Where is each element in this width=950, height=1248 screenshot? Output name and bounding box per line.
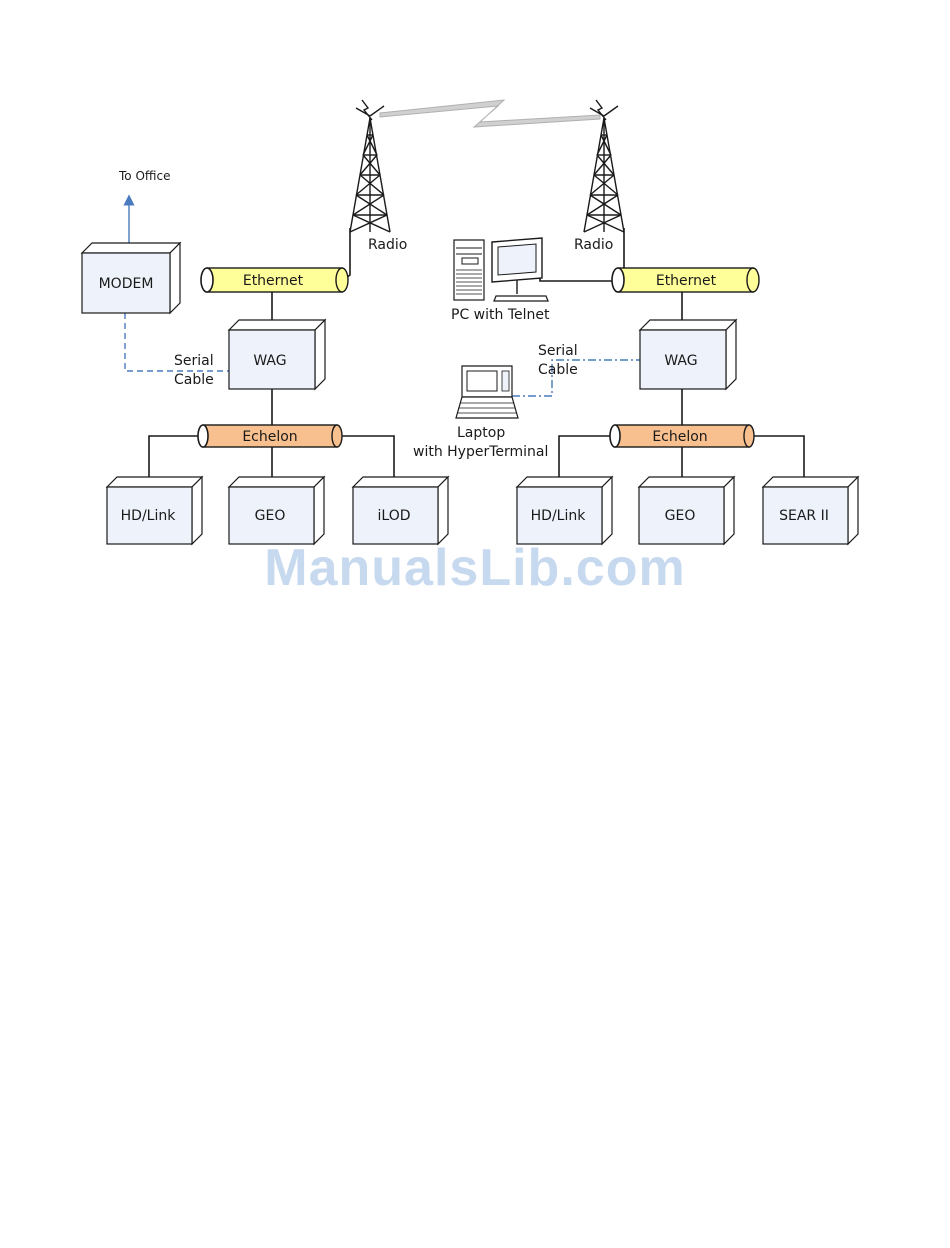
device-right-geo-label: GEO bbox=[665, 508, 696, 524]
serial-cable-left-label-line2: Cable bbox=[174, 372, 214, 388]
device-right-geo-box: GEO bbox=[639, 477, 734, 544]
wag-left-box: WAG bbox=[229, 320, 325, 389]
laptop-label-line1: Laptop bbox=[457, 425, 505, 441]
ethernet-bus-right: Ethernet bbox=[612, 268, 759, 292]
serial-cable-right-label-line2: Cable bbox=[538, 362, 578, 378]
device-right-hdlink-box: HD/Link bbox=[517, 477, 612, 544]
device-right-sear-box: SEAR II bbox=[763, 477, 858, 544]
serial-cable-right-label-line1: Serial bbox=[538, 343, 578, 359]
watermark: ManualsLib.com bbox=[0, 538, 950, 598]
device-right-sear-label: SEAR II bbox=[779, 508, 829, 524]
ethernet-bus-left: Ethernet bbox=[201, 268, 348, 292]
wag-right-box: WAG bbox=[640, 320, 736, 389]
wag-right-label: WAG bbox=[664, 353, 697, 369]
echelon-left-label: Echelon bbox=[242, 429, 297, 445]
desktop-pc-icon bbox=[454, 238, 548, 301]
pc-label: PC with Telnet bbox=[451, 307, 550, 323]
echelon-bus-right: Echelon bbox=[610, 425, 754, 447]
modem-label: MODEM bbox=[99, 276, 154, 292]
device-right-hdlink-label: HD/Link bbox=[531, 508, 587, 524]
laptop-label-line2: with HyperTerminal bbox=[413, 444, 548, 460]
radio-left-label: Radio bbox=[368, 237, 407, 253]
echelon-right-label: Echelon bbox=[652, 429, 707, 445]
device-left-ilod-box: iLOD bbox=[353, 477, 448, 544]
modem-box: MODEM bbox=[82, 243, 180, 313]
laptop-icon bbox=[456, 366, 518, 418]
ethernet-right-label: Ethernet bbox=[656, 273, 717, 289]
echelon-bus-left: Echelon bbox=[198, 425, 342, 447]
device-left-geo-box: GEO bbox=[229, 477, 324, 544]
device-left-ilod-label: iLOD bbox=[378, 508, 411, 524]
to-office-label: To Office bbox=[118, 169, 170, 183]
radio-right-label: Radio bbox=[574, 237, 613, 253]
radio-tower-left-icon bbox=[350, 100, 390, 232]
device-left-hdlink-box: HD/Link bbox=[107, 477, 202, 544]
ethernet-left-label: Ethernet bbox=[243, 273, 304, 289]
wag-left-label: WAG bbox=[253, 353, 286, 369]
device-left-hdlink-label: HD/Link bbox=[121, 508, 177, 524]
radio-link-bolt bbox=[380, 100, 600, 127]
device-left-geo-label: GEO bbox=[255, 508, 286, 524]
serial-cable-left-label-line1: Serial bbox=[174, 353, 214, 369]
